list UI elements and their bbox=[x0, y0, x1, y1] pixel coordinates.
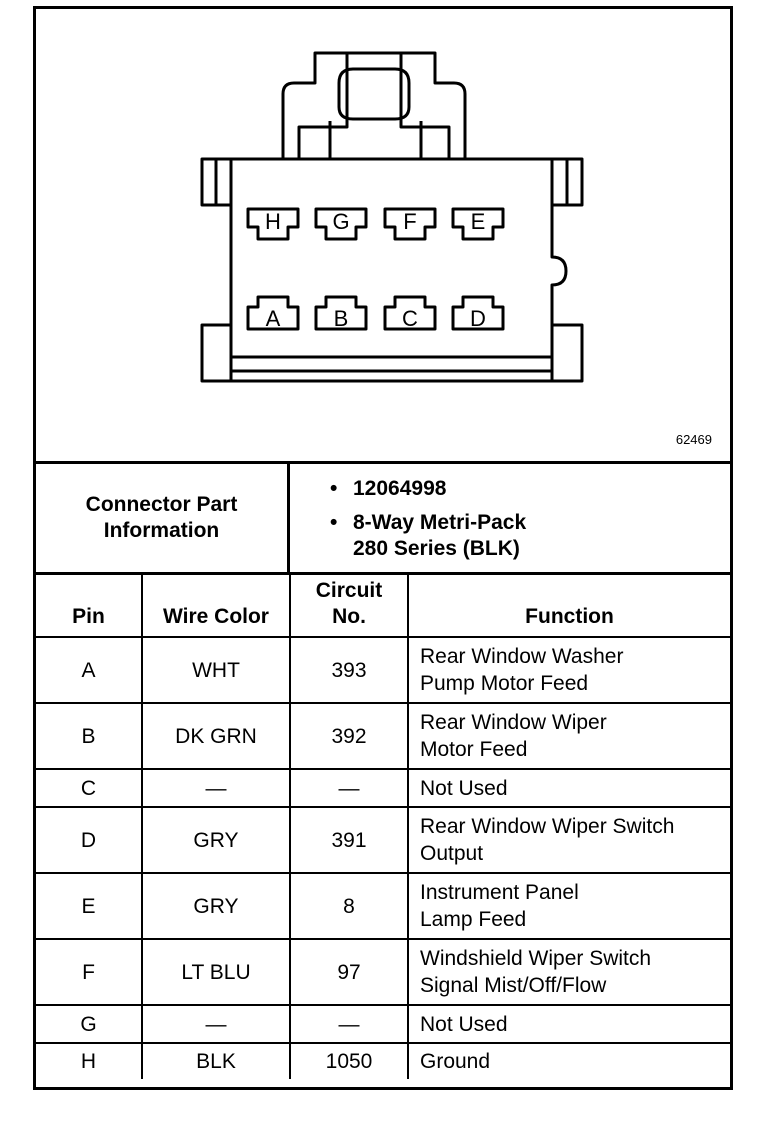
pin-label-a: A bbox=[266, 306, 281, 331]
pin-cell: F bbox=[36, 938, 143, 1006]
function-line2: Output bbox=[420, 842, 484, 865]
function-cell: Rear Window Washer Pump Motor Feed bbox=[407, 636, 730, 704]
cavity-d-outline bbox=[451, 295, 505, 331]
function-line2: Motor Feed bbox=[420, 738, 528, 761]
connector-face-drawing: H G F E A B C D bbox=[200, 51, 584, 383]
table-row: C — — Not Used bbox=[36, 768, 730, 808]
pin-label-c: C bbox=[402, 306, 418, 331]
circuit-cell: 8 bbox=[289, 872, 409, 940]
circuit-cell: 393 bbox=[289, 636, 409, 704]
header-function: Function bbox=[407, 575, 730, 638]
pin-label-d: D bbox=[470, 306, 486, 331]
circuit-cell: 392 bbox=[289, 702, 409, 770]
function-cell: Not Used bbox=[407, 1004, 730, 1044]
connector-type-line1: 8-Way Metri-Pack bbox=[353, 511, 527, 534]
connector-part-information: Connector Part Information • 12064998 • … bbox=[36, 461, 730, 575]
function-line1: Windshield Wiper Switch bbox=[420, 947, 652, 970]
function-cell: Rear Window Wiper Switch Output bbox=[407, 806, 730, 874]
pin-label-e: E bbox=[471, 209, 486, 234]
function-line2: Pump Motor Feed bbox=[420, 672, 589, 695]
part-info-label: Connector Part Information bbox=[36, 464, 290, 572]
circuit-cell: — bbox=[289, 768, 409, 808]
table-row: H BLK 1050 Ground bbox=[36, 1042, 730, 1079]
wire-color-cell: DK GRN bbox=[141, 702, 291, 770]
function-line2: Lamp Feed bbox=[420, 908, 527, 931]
cavity-h-outline bbox=[246, 207, 300, 241]
table-row: F LT BLU 97 Windshield Wiper Switch Sign… bbox=[36, 938, 730, 1006]
table-row: D GRY 391 Rear Window Wiper Switch Outpu… bbox=[36, 806, 730, 874]
pin-cell: E bbox=[36, 872, 143, 940]
header-pin: Pin bbox=[36, 575, 143, 638]
pin-cell: C bbox=[36, 768, 143, 808]
part-info-item: • 8-Way Metri-Pack 280 Series (BLK) bbox=[290, 510, 730, 562]
pin-table: Pin Wire Color Circuit No. Function A WH… bbox=[36, 575, 730, 1079]
wire-color-cell: LT BLU bbox=[141, 938, 291, 1006]
cavity-c-outline bbox=[383, 295, 437, 331]
function-line1: Rear Window Washer bbox=[420, 645, 624, 668]
wire-color-cell: — bbox=[141, 768, 291, 808]
wire-color-cell: — bbox=[141, 1004, 291, 1044]
wire-color-cell: GRY bbox=[141, 872, 291, 940]
table-row: A WHT 393 Rear Window Washer Pump Motor … bbox=[36, 636, 730, 704]
bullet: • bbox=[330, 477, 338, 500]
cavity-a-outline bbox=[246, 295, 300, 331]
cavity-f-outline bbox=[383, 207, 437, 241]
table-row: E GRY 8 Instrument Panel Lamp Feed bbox=[36, 872, 730, 940]
circuit-cell: 97 bbox=[289, 938, 409, 1006]
part-info-label-line1: Connector Part bbox=[85, 493, 238, 516]
table-header-row: Pin Wire Color Circuit No. Function bbox=[36, 575, 730, 638]
function-cell: Rear Window Wiper Motor Feed bbox=[407, 702, 730, 770]
pin-label-g: G bbox=[332, 209, 349, 234]
function-line1: Rear Window Wiper bbox=[420, 711, 607, 734]
header-circuit-line2: No. bbox=[332, 605, 366, 628]
cavity-b-outline bbox=[314, 295, 368, 331]
pin-cell: D bbox=[36, 806, 143, 874]
function-cell: Ground bbox=[407, 1042, 730, 1079]
wire-color-cell: GRY bbox=[141, 806, 291, 874]
pin-label-f: F bbox=[403, 209, 416, 234]
circuit-cell: — bbox=[289, 1004, 409, 1044]
table-row: B DK GRN 392 Rear Window Wiper Motor Fee… bbox=[36, 702, 730, 770]
bottom-row-cavities bbox=[246, 295, 505, 331]
pin-label-h: H bbox=[265, 209, 281, 234]
function-line1: Rear Window Wiper Switch bbox=[420, 815, 675, 838]
connector-face-diagram: H G F E A B C D 62469 bbox=[36, 9, 730, 461]
cavity-e-outline bbox=[451, 207, 505, 241]
circuit-cell: 391 bbox=[289, 806, 409, 874]
circuit-cell: 1050 bbox=[289, 1042, 409, 1079]
function-line1: Instrument Panel bbox=[420, 881, 579, 904]
pin-cell: G bbox=[36, 1004, 143, 1044]
connector-type-line2: 280 Series (BLK) bbox=[353, 537, 520, 560]
top-row-cavities bbox=[246, 207, 505, 241]
part-number: 12064998 bbox=[353, 477, 447, 500]
wire-color-cell: WHT bbox=[141, 636, 291, 704]
figure-number: 62469 bbox=[675, 432, 712, 447]
pin-cell: B bbox=[36, 702, 143, 770]
header-circuit-line1: Circuit bbox=[315, 579, 383, 602]
function-cell: Windshield Wiper Switch Signal Mist/Off/… bbox=[407, 938, 730, 1006]
part-info-item: • 12064998 bbox=[290, 476, 730, 502]
cavity-g-outline bbox=[314, 207, 368, 241]
header-circuit-no: Circuit No. bbox=[289, 575, 409, 638]
pin-cell: A bbox=[36, 636, 143, 704]
function-cell: Instrument Panel Lamp Feed bbox=[407, 872, 730, 940]
bullet: • bbox=[330, 511, 338, 534]
pin-label-b: B bbox=[334, 306, 349, 331]
part-info-list: • 12064998 • 8-Way Metri-Pack 280 Series… bbox=[290, 464, 730, 572]
wire-color-cell: BLK bbox=[141, 1042, 291, 1079]
pin-cell: H bbox=[36, 1042, 143, 1079]
connector-sheet: H G F E A B C D 62469 Connector Part Inf… bbox=[33, 6, 733, 1090]
header-wire-color: Wire Color bbox=[141, 575, 291, 638]
function-line2: Signal Mist/Off/Flow bbox=[420, 974, 607, 997]
part-info-label-line2: Information bbox=[103, 519, 220, 542]
function-cell: Not Used bbox=[407, 768, 730, 808]
table-row: G — — Not Used bbox=[36, 1004, 730, 1044]
